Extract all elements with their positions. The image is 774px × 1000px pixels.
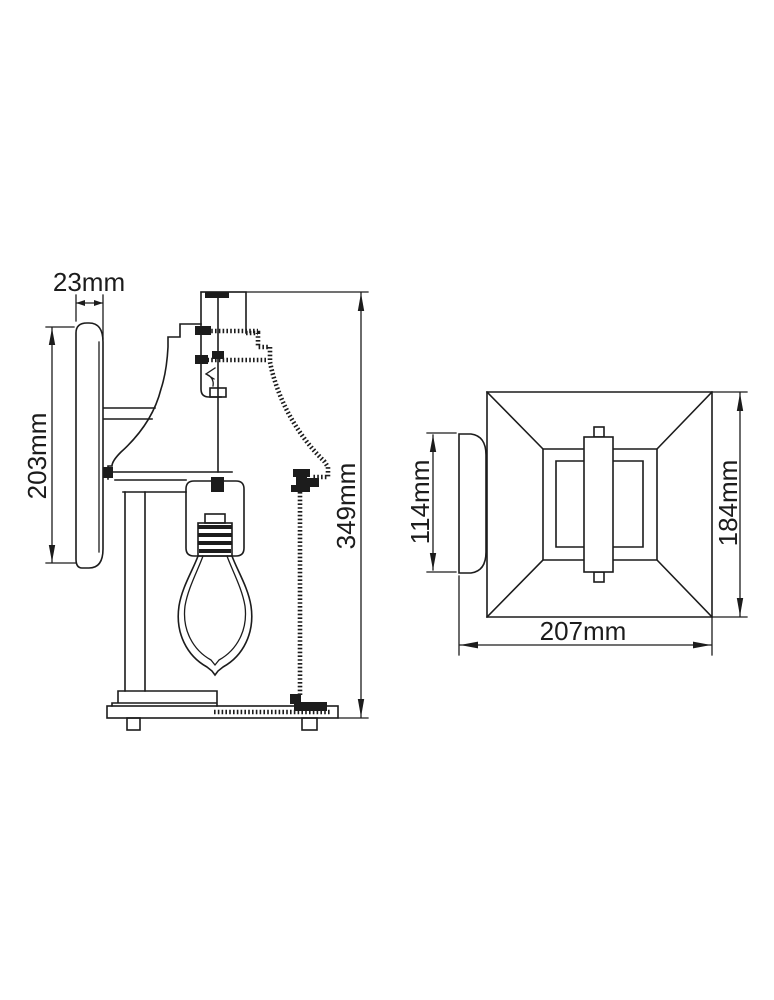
- dim-label-overall-width: 207mm: [540, 616, 627, 646]
- socket-housing: [185, 477, 245, 557]
- dim-backplate-height: 203mm: [22, 326, 77, 564]
- dim-label-body-height: 184mm: [713, 460, 743, 547]
- mounting-arm: [103, 407, 156, 420]
- dim-label-overall-height: 349mm: [331, 463, 361, 550]
- side-view: 23mm 203mm 349mm: [22, 267, 369, 731]
- frame-posts: [124, 491, 146, 692]
- roof-section-right: [246, 330, 331, 480]
- top-view: 114mm 184mm 207mm: [405, 390, 748, 656]
- base-pedestal: [106, 690, 339, 731]
- dim-label-backplate-depth: 23mm: [53, 267, 125, 297]
- glass-panel-section: [290, 469, 327, 711]
- dim-label-backplate-height: 203mm: [22, 413, 52, 500]
- section-arrow-icon: [204, 367, 216, 387]
- roof-rim: [103, 467, 233, 493]
- dim-overall-width: 207mm: [458, 575, 713, 656]
- roof-rim-fitting: [305, 478, 319, 487]
- dim-backplate-depth: 23mm: [53, 267, 125, 340]
- dim-backplate-width: 114mm: [405, 432, 457, 573]
- backplate-side-profile: [75, 322, 104, 569]
- dim-body-height: 184mm: [711, 391, 748, 618]
- light-bulb: [177, 554, 253, 677]
- backplate-plan: [458, 433, 487, 574]
- mounting-bracket: [195, 291, 268, 473]
- dim-label-backplate-width: 114mm: [405, 460, 435, 545]
- mounting-bar-plan: [583, 426, 614, 583]
- roof-left-outline: [107, 323, 202, 480]
- dim-overall-height: 349mm: [200, 291, 369, 719]
